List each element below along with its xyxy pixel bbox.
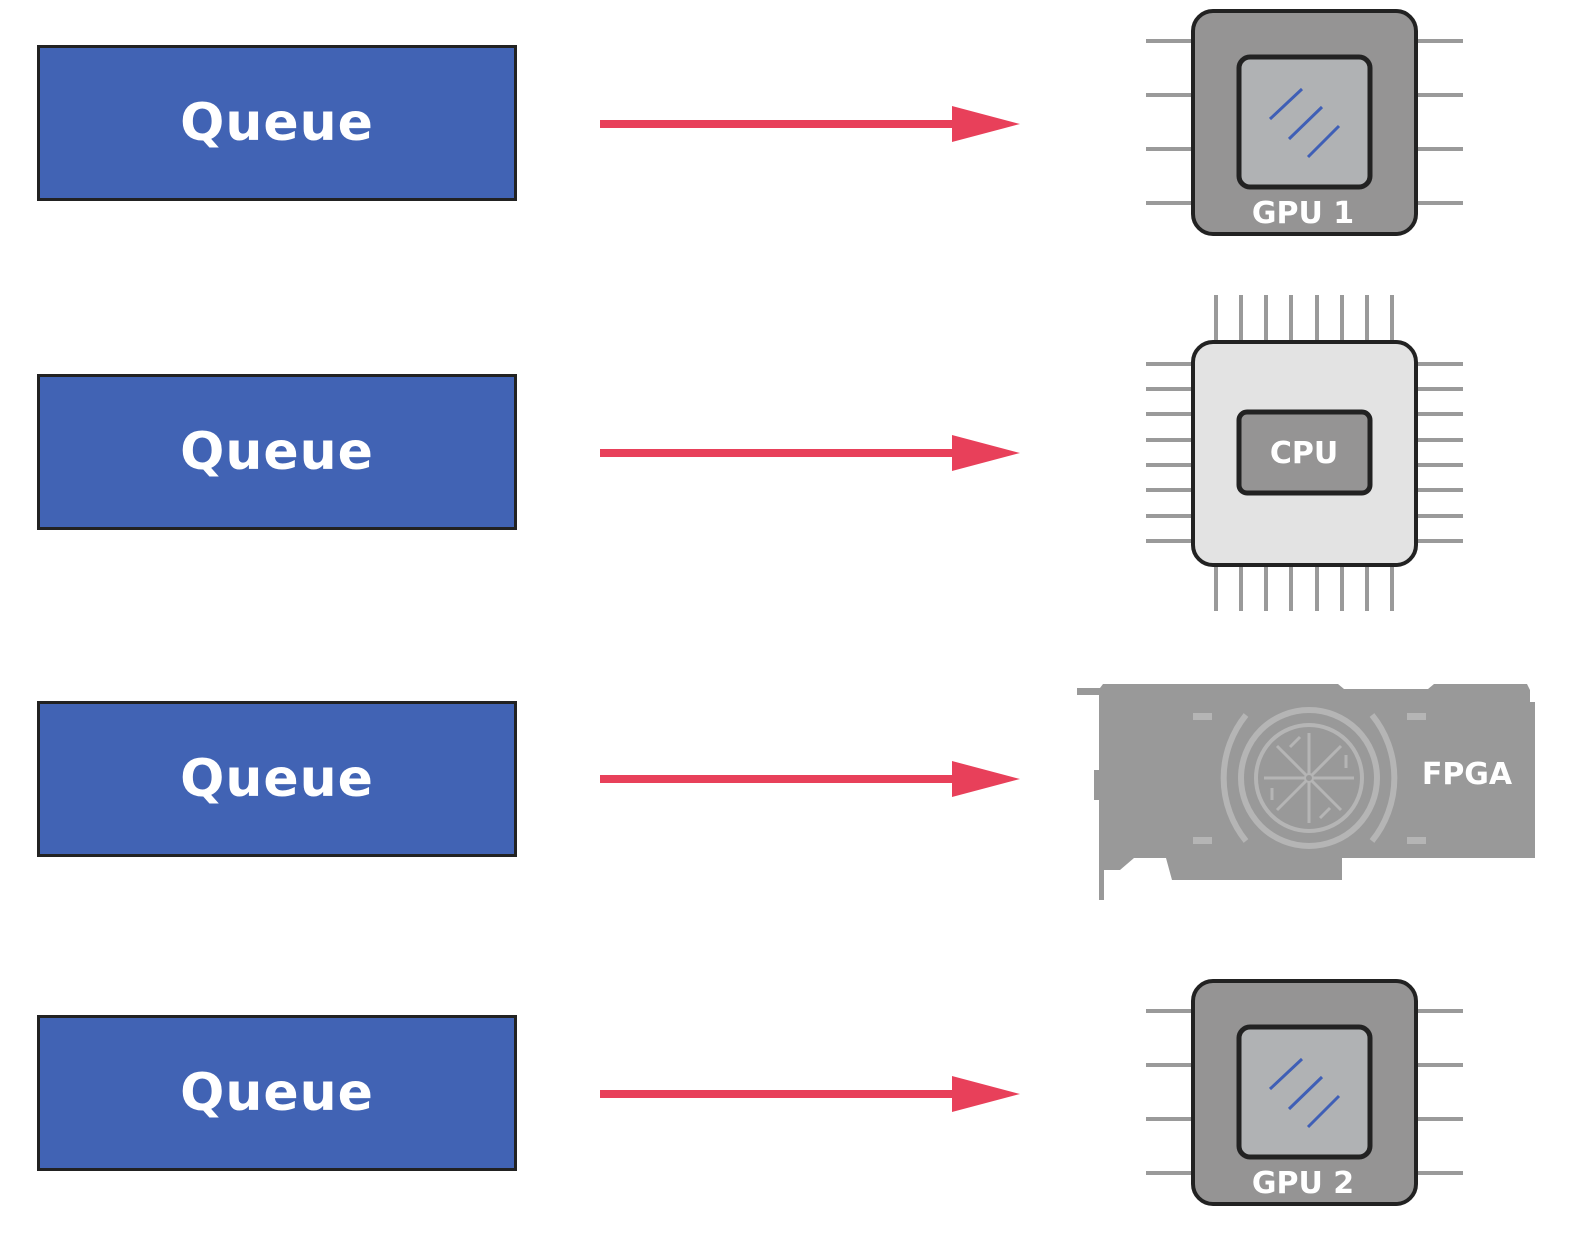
queue-box-1: Queue [37,45,517,201]
cpu-chip-icon: CPU [1146,295,1463,611]
queue-box-4: Queue [37,1015,517,1171]
queue-label: Queue [180,749,374,809]
arrow-1 [600,106,1020,142]
device-label: FPGA [1422,757,1513,792]
fpga-card-icon: FPGA [1077,684,1535,900]
gpu-chip-icon: GPU 2 [1146,979,1463,1206]
arrow-2 [600,435,1020,471]
queue-label: Queue [180,422,374,482]
device-label: GPU 2 [1252,1166,1354,1201]
arrow-4 [600,1076,1020,1112]
arrow-3 [600,761,1020,797]
queue-box-3: Queue [37,701,517,857]
queue-box-2: Queue [37,374,517,530]
queue-label: Queue [180,93,374,153]
device-label: GPU 1 [1252,196,1354,231]
queue-label: Queue [180,1063,374,1123]
gpu-chip-icon: GPU 1 [1146,9,1463,236]
device-label: CPU [1270,436,1338,471]
